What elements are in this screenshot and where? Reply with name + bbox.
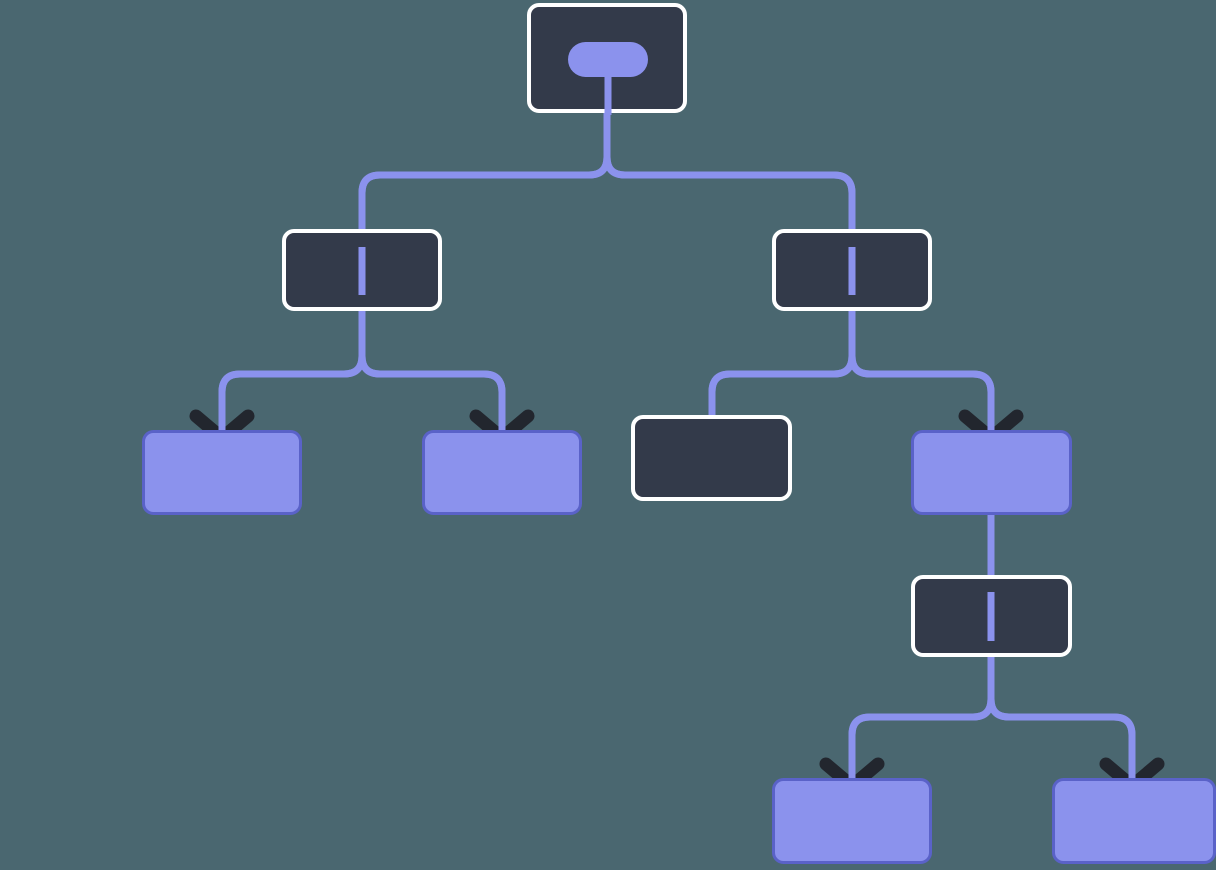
level2-leaf-d[interactable]	[911, 430, 1072, 515]
level4-leaf-a[interactable]	[772, 778, 932, 864]
level2-leaf-a[interactable]	[142, 430, 302, 515]
edge-root-to-level1-right[interactable]	[603, 100, 856, 229]
edge-level3-to-leaf-b[interactable]	[987, 657, 1136, 778]
level4-leaf-b[interactable]	[1052, 778, 1216, 864]
root-pill-marker[interactable]	[568, 42, 648, 77]
edges-over-layer	[218, 100, 1136, 778]
pills-layer	[568, 42, 648, 115]
line-through-layer	[358, 247, 995, 641]
edge-level1-right-to-leaf-d[interactable]	[848, 311, 995, 430]
level2-dark-node[interactable]	[631, 415, 792, 501]
level2-leaf-b[interactable]	[422, 430, 582, 515]
edge-level1-left-to-leaf-b[interactable]	[358, 311, 506, 430]
